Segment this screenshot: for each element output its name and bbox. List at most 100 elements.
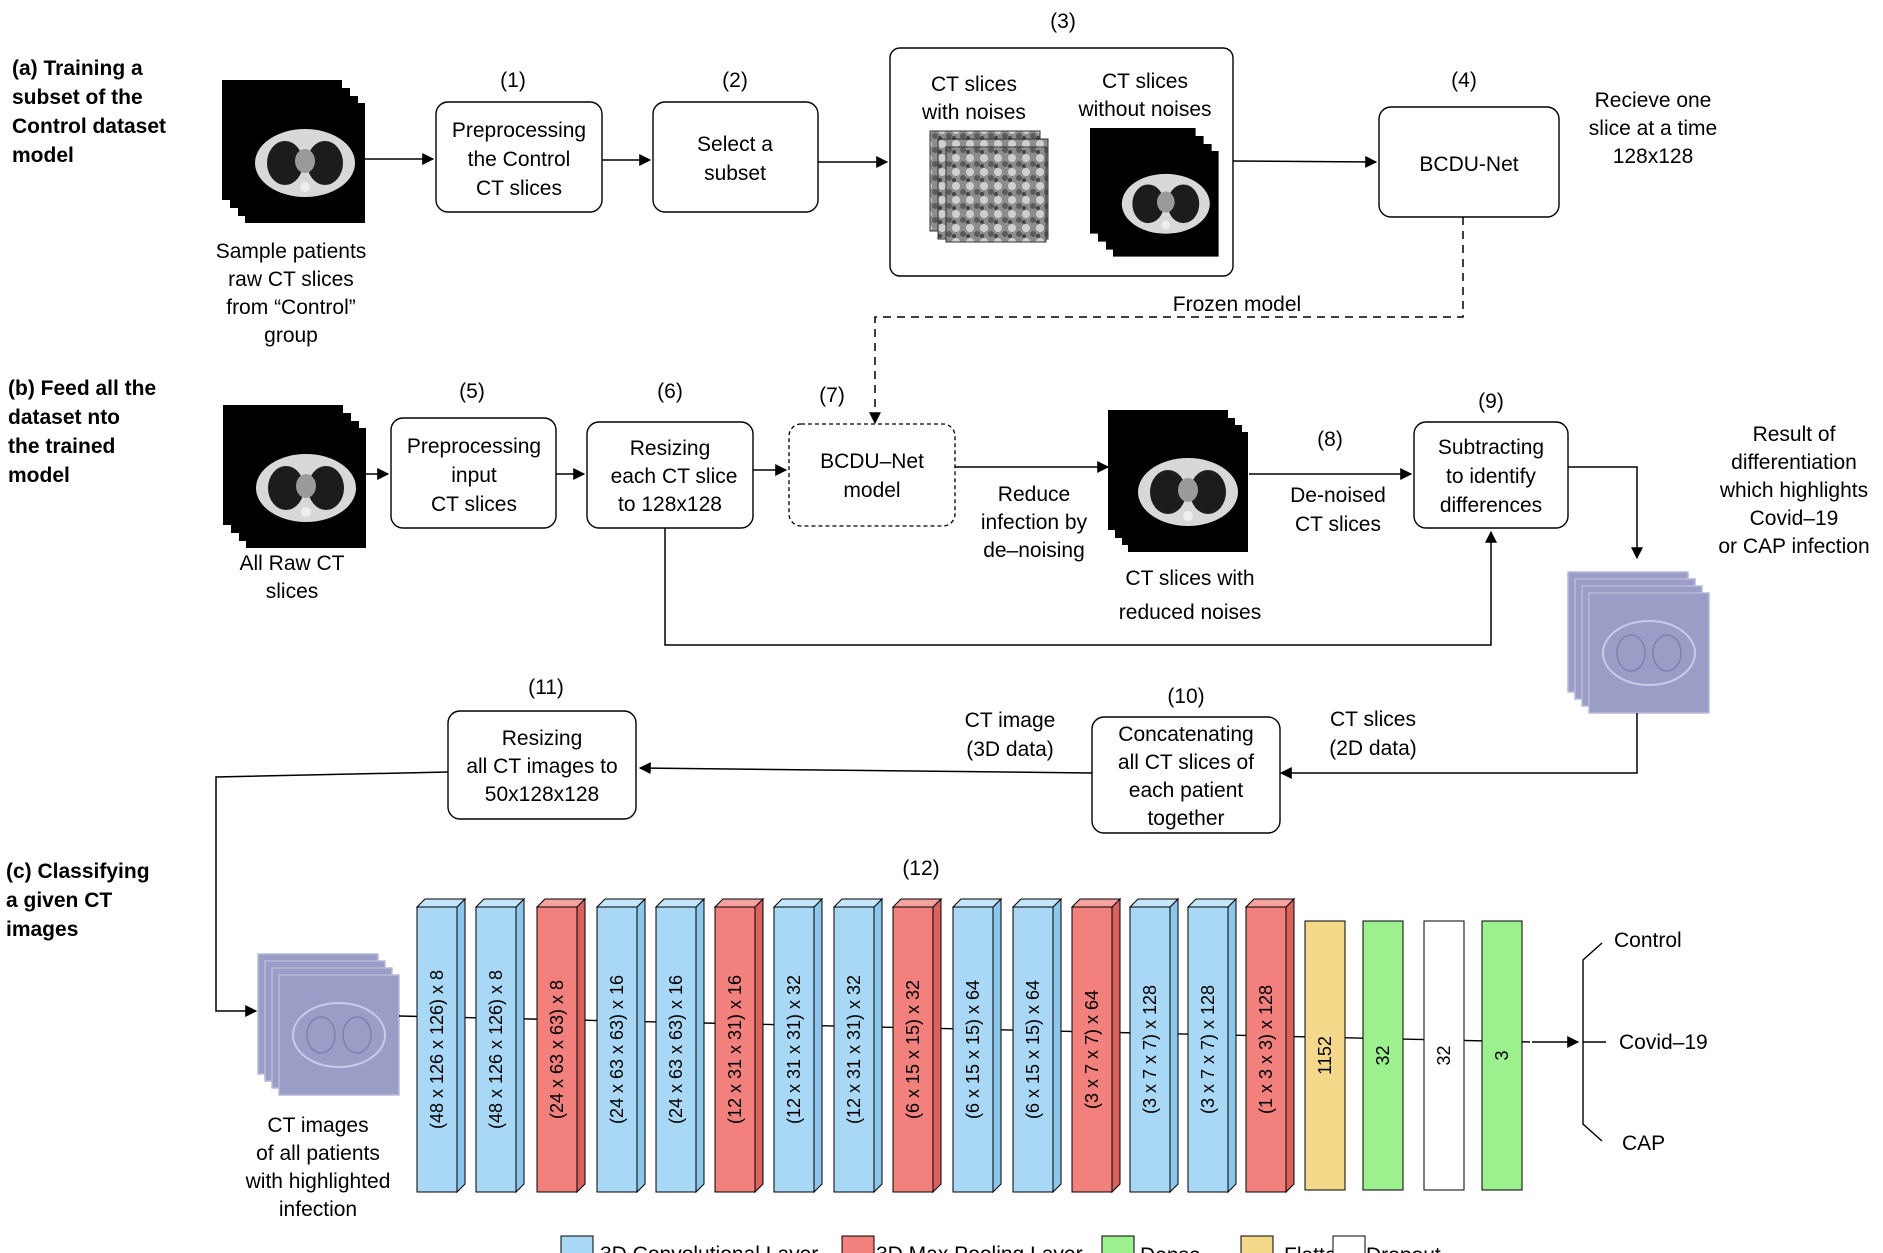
- noisy-label-2: with noises: [921, 101, 1026, 124]
- cnn-layer-11-top: [1011, 898, 1063, 908]
- cnn-layer-1-face: [416, 906, 458, 1193]
- step-4-label: BCDU-Net: [1419, 153, 1518, 176]
- noisy-ct-stack: [929, 130, 1049, 243]
- cnn-layer-8: (12 x 31 x 31) x 32: [832, 897, 884, 1194]
- output-covid: Covid–19: [1619, 1031, 1708, 1054]
- section-a-line-4: model: [12, 144, 74, 167]
- section-b-line-1: (b) Feed all the: [8, 377, 156, 400]
- ct2d-line-2: (2D data): [1329, 737, 1417, 760]
- cnn-layer-10: (6 x 15 x 15) x 64: [951, 897, 1003, 1194]
- step-9-line-3: differences: [1440, 494, 1542, 517]
- cnn-layer-16-face: [1304, 920, 1346, 1191]
- result-line-1: Result of: [1753, 423, 1836, 446]
- cnn-layer-4: (24 x 63 x 63) x 16: [595, 897, 647, 1194]
- cnn-layer-2-side: [515, 897, 525, 1194]
- cnn-layer-17-face: [1362, 920, 1404, 1191]
- section-a-line-3: Control dataset: [12, 115, 166, 138]
- cnn-layer-4-label: (24 x 63 x 63) x 16: [607, 975, 627, 1124]
- step-12-number: (12): [902, 857, 939, 880]
- section-c-line-2: a given CT: [6, 889, 112, 912]
- allraw-caption-1: All Raw CT: [239, 552, 344, 575]
- step-9-line-1: Subtracting: [1438, 436, 1544, 459]
- step-6-line-1: Resizing: [630, 437, 711, 460]
- ct-stack-reduced: [1108, 410, 1248, 552]
- result-line-5: or CAP infection: [1718, 535, 1869, 558]
- step-8-line-2: CT slices: [1295, 513, 1381, 536]
- cnn-layer-9-top: [891, 898, 943, 908]
- step-9-line-2: to identify: [1446, 465, 1536, 488]
- reduced-caption-1: CT slices with: [1125, 567, 1254, 590]
- cnn-layer-2-top: [474, 898, 526, 908]
- cnn-layer-1: (48 x 126 x 126) x 8: [415, 897, 467, 1194]
- step-10-line-2: all CT slices of: [1118, 751, 1254, 774]
- receive-line-1: Recieve one: [1595, 89, 1712, 112]
- step-7-line-1: BCDU–Net: [820, 450, 924, 473]
- legend-swatch-dense: [1101, 1235, 1135, 1253]
- cnn-layer-12-top: [1070, 898, 1122, 908]
- cnn-layer-15: (1 x 3 x 3) x 128: [1244, 897, 1296, 1194]
- result-line-4: Covid–19: [1750, 507, 1839, 530]
- cnn-layer-3-label: (24 x 63 x 63) x 8: [547, 980, 567, 1119]
- cnn-layer-5: (24 x 63 x 63) x 16: [654, 897, 706, 1194]
- step-8-number: (8): [1317, 428, 1343, 451]
- ct-stack-all-raw: [223, 405, 366, 548]
- cnn-layer-15-side: [1285, 897, 1295, 1194]
- output-control: Control: [1614, 929, 1682, 952]
- legend-label-conv: 3D Convolutional Layer: [600, 1243, 818, 1253]
- result-line-2: differentiation: [1731, 451, 1857, 474]
- cnn-layer-17-label: 32: [1373, 1045, 1393, 1065]
- legend-label-flatten: Flatten: [1284, 1244, 1348, 1253]
- step-10-line-1: Concatenating: [1118, 723, 1253, 746]
- legend-label-dropout: Dropout: [1366, 1244, 1441, 1253]
- step-6-line-3: to 128x128: [618, 493, 722, 516]
- cnn-layer-2-label: (48 x 126 x 126) x 8: [486, 970, 506, 1129]
- cnn-layer-5-face: [655, 906, 697, 1193]
- step-11-line-1: Resizing: [502, 727, 583, 750]
- cnn-layer-14-top: [1186, 898, 1238, 908]
- cnn-layer-16-label: 1152: [1315, 1036, 1335, 1075]
- arrow-a4: [1232, 155, 1378, 168]
- ct3d-line-2: (3D data): [966, 738, 1054, 761]
- cnn-layer-14-face: [1187, 906, 1229, 1193]
- cnn-layer-12-label: (3 x 7 x 7) x 64: [1082, 990, 1102, 1109]
- step-6-number: (6): [657, 380, 683, 403]
- cnn-layer-11-side: [1052, 897, 1062, 1194]
- section-b-line-2: dataset nto: [8, 406, 120, 429]
- legend-swatch-pool: [841, 1235, 875, 1253]
- step-1-number: (1): [500, 69, 526, 92]
- cnn-layer-9-face: [892, 906, 934, 1193]
- section-a-line-2: subset of the: [12, 86, 143, 109]
- cnn-layer-15-label: (1 x 3 x 3) x 128: [1256, 985, 1276, 1114]
- cnn-layer-13-top: [1128, 898, 1180, 908]
- step-2-line-2: subset: [704, 162, 766, 185]
- cnn-layer-13-label: (3 x 7 x 7) x 128: [1140, 985, 1160, 1114]
- cnn-layer-9-label: (6 x 15 x 15) x 32: [903, 980, 923, 1119]
- cnn-layer-8-label: (12 x 31 x 31) x 32: [844, 975, 864, 1124]
- cnn-layer-8-top: [832, 898, 884, 908]
- cnn-layer-12-side: [1111, 897, 1121, 1194]
- section-b-line-3: the trained: [8, 435, 115, 458]
- section-b-line-4: model: [8, 464, 70, 487]
- receive-line-3: 128x128: [1613, 145, 1694, 168]
- arrow-c1: [1279, 713, 1638, 779]
- legend: 3D Convolutional Layer 3D Max Pooling La…: [560, 1235, 1441, 1253]
- step-1-line-1: Preprocessing: [452, 119, 586, 142]
- cnn-layer-14-label: (3 x 7 x 7) x 128: [1198, 985, 1218, 1114]
- cnn-layer-11: (6 x 15 x 15) x 64: [1011, 897, 1063, 1194]
- step-11-line-3: 50x128x128: [485, 783, 599, 806]
- arrow-c3: [215, 771, 449, 1017]
- cnn-layer-1-label: (48 x 126 x 126) x 8: [427, 970, 447, 1129]
- step-5-box: [390, 417, 557, 529]
- receive-line-2: slice at a time: [1589, 117, 1717, 140]
- cnn-layer-10-label: (6 x 15 x 15) x 64: [963, 980, 983, 1119]
- step-7-number: (7): [819, 384, 845, 407]
- clean-ct-stack: [1090, 128, 1219, 257]
- cnn-layer-11-face: [1012, 906, 1054, 1193]
- ct3d-line-1: CT image: [965, 709, 1056, 732]
- highlighted-line-4: infection: [279, 1198, 357, 1221]
- step-5-line-1: Preprocessing: [407, 435, 541, 458]
- step-2-line-1: Select a: [697, 133, 773, 156]
- cnn-layer-19-label: 3: [1492, 1050, 1512, 1060]
- step-11-number: (11): [528, 676, 564, 699]
- cnn-layer-18-label: 32: [1434, 1045, 1454, 1065]
